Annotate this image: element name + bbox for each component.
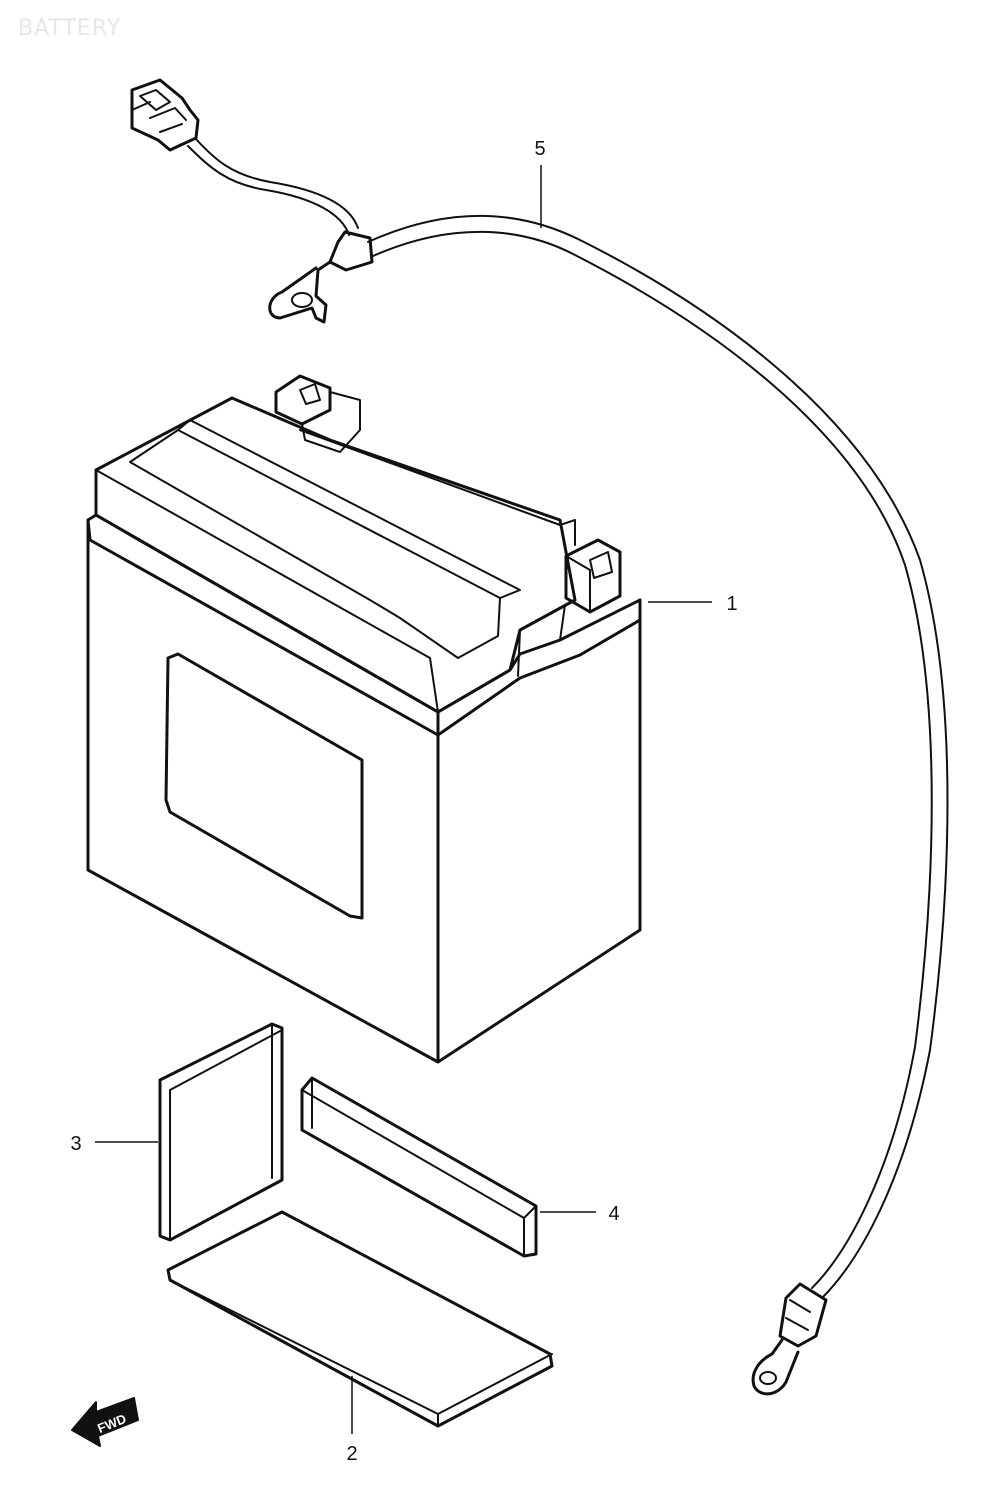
callout-4: 4 xyxy=(608,1203,619,1225)
battery-cable xyxy=(130,78,949,1396)
forward-direction-arrow: FWD xyxy=(71,1397,139,1447)
callout-3: 3 xyxy=(70,1133,81,1155)
wire-connector xyxy=(130,78,200,152)
bottom-pad xyxy=(166,1210,554,1434)
cable-ring-terminal-lower xyxy=(751,1282,828,1396)
callout-1: 1 xyxy=(726,593,737,615)
callout-5: 5 xyxy=(534,138,545,160)
side-pad xyxy=(95,1022,284,1242)
battery-terminal-front xyxy=(564,538,622,614)
battery xyxy=(86,374,712,1064)
cable-ring-terminal-upper xyxy=(268,230,374,324)
callout-2: 2 xyxy=(346,1443,357,1465)
battery-terminal-rear xyxy=(274,374,576,546)
rear-pad xyxy=(300,1076,596,1258)
battery-label-window xyxy=(164,652,364,920)
watermark-title: BATTERY xyxy=(18,16,122,41)
